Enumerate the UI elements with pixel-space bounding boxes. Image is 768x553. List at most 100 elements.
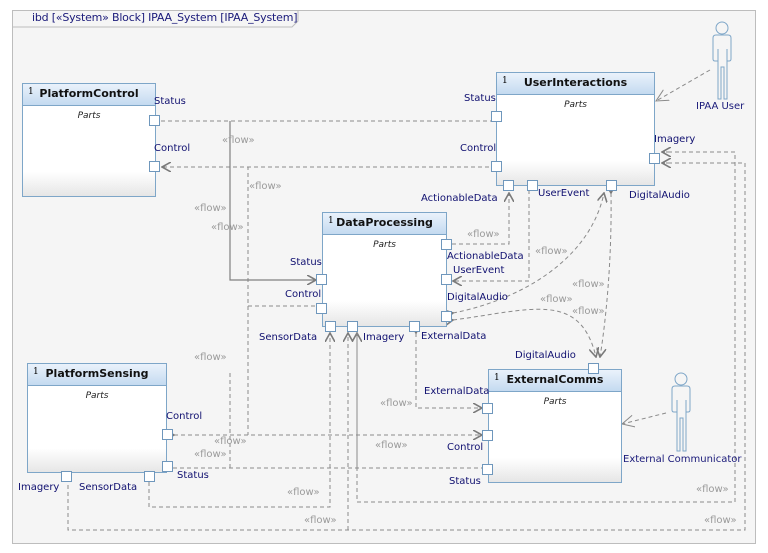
port-label: Control bbox=[447, 442, 484, 453]
flow-label: «flow» bbox=[572, 306, 605, 317]
parts-compartment: Parts bbox=[373, 240, 396, 250]
port-label: Status bbox=[464, 93, 496, 104]
port-ec-control[interactable] bbox=[482, 430, 493, 441]
flow-label: «flow» bbox=[249, 181, 282, 192]
port-ps-status[interactable] bbox=[162, 461, 173, 472]
actor-ipaa-user-figure[interactable] bbox=[712, 21, 732, 100]
connector-ps-sensordata-dp-sensordata[interactable] bbox=[148, 333, 330, 508]
flow-label: «flow» bbox=[194, 352, 227, 363]
block-name: DataProcessing bbox=[336, 216, 433, 229]
port-label: Status bbox=[177, 470, 209, 481]
port-label: Status bbox=[154, 96, 186, 107]
port-label: Status bbox=[290, 257, 322, 268]
flow-label: «flow» bbox=[540, 294, 573, 305]
block-platform-sensing[interactable]: 1 PlatformSensing Parts bbox=[27, 363, 167, 473]
port-label: DigitalAudio bbox=[447, 292, 508, 303]
port-dp-external-data[interactable] bbox=[409, 321, 420, 332]
flow-label: «flow» bbox=[380, 398, 413, 409]
flow-label: «flow» bbox=[194, 449, 227, 460]
parts-compartment: Parts bbox=[77, 111, 101, 121]
port-label: UserEvent bbox=[538, 188, 590, 199]
actor-ipaa-user-label: IPAA User bbox=[696, 101, 745, 112]
connector-pc-status-dp-status[interactable] bbox=[229, 121, 316, 280]
port-label: SensorData bbox=[79, 482, 138, 493]
flow-label: «flow» bbox=[222, 135, 255, 146]
port-label: Status bbox=[449, 476, 481, 487]
association-ipaa-user[interactable] bbox=[656, 69, 711, 101]
parts-compartment: Parts bbox=[543, 397, 567, 407]
connector-imagery-loop-1[interactable] bbox=[357, 151, 736, 503]
port-dp-sensor-data[interactable] bbox=[325, 321, 336, 332]
port-pc-status[interactable] bbox=[149, 115, 160, 126]
port-label: ExternalData bbox=[424, 386, 490, 397]
connector-imagery-loop-2[interactable] bbox=[67, 162, 746, 531]
block-data-processing[interactable]: 1 DataProcessing Parts bbox=[322, 212, 447, 327]
port-ui-user-event[interactable] bbox=[527, 180, 538, 191]
block-header: 1 UserInteractions bbox=[497, 73, 654, 95]
block-user-interactions[interactable]: 1 UserInteractions Parts bbox=[496, 72, 655, 186]
multiplicity: 1 bbox=[502, 76, 508, 86]
port-ui-imagery[interactable] bbox=[649, 153, 660, 164]
flow-label: «flow» bbox=[572, 279, 605, 290]
flow-label: «flow» bbox=[375, 440, 408, 451]
port-label: ActionableData bbox=[447, 251, 524, 262]
flow-label: «flow» bbox=[304, 515, 337, 526]
flow-label: «flow» bbox=[211, 222, 244, 233]
port-dp-actionable-data[interactable] bbox=[441, 239, 452, 250]
port-dp-control[interactable] bbox=[316, 303, 327, 314]
block-name: PlatformControl bbox=[39, 87, 139, 100]
frame-title: ibd [«System» Block] IPAA_System [IPAA_S… bbox=[32, 11, 298, 24]
block-platform-control[interactable]: 1 PlatformControl Parts bbox=[22, 83, 156, 197]
port-ec-status[interactable] bbox=[482, 464, 493, 475]
port-ec-external-data[interactable] bbox=[482, 403, 493, 414]
block-name: UserInteractions bbox=[523, 76, 628, 89]
port-label: Imagery bbox=[654, 134, 696, 145]
port-label: Imagery bbox=[363, 332, 405, 343]
connector-dp-externaldata-ec-externaldata[interactable] bbox=[416, 333, 482, 408]
actor-external-communicator-figure[interactable] bbox=[671, 372, 691, 452]
port-ps-imagery[interactable] bbox=[61, 471, 72, 482]
port-label: Control bbox=[460, 143, 497, 154]
port-label: ActionableData bbox=[421, 193, 498, 204]
port-dp-imagery[interactable] bbox=[347, 321, 358, 332]
port-dp-user-event[interactable] bbox=[441, 274, 452, 285]
flow-label: «flow» bbox=[704, 515, 737, 526]
multiplicity: 1 bbox=[494, 373, 500, 383]
block-header: 1 DataProcessing bbox=[323, 213, 446, 235]
block-external-comms[interactable]: 1 ExternalComms Parts bbox=[488, 369, 622, 483]
flow-label: «flow» bbox=[194, 203, 227, 214]
port-pc-control[interactable] bbox=[149, 161, 160, 172]
port-dp-status[interactable] bbox=[316, 274, 327, 285]
port-label: SensorData bbox=[259, 332, 318, 343]
port-label: DigitalAudio bbox=[629, 190, 690, 201]
port-ui-control[interactable] bbox=[491, 161, 502, 172]
block-name: ExternalComms bbox=[506, 373, 604, 386]
parts-compartment: Parts bbox=[85, 391, 109, 401]
parts-compartment: Parts bbox=[564, 100, 587, 110]
port-label: Imagery bbox=[18, 482, 60, 493]
port-ui-actionable-data[interactable] bbox=[503, 180, 514, 191]
flow-label: «flow» bbox=[696, 484, 729, 495]
block-header: 1 PlatformSensing bbox=[28, 364, 166, 386]
port-label: Control bbox=[154, 143, 191, 154]
port-dp-digital-audio[interactable] bbox=[441, 311, 452, 322]
port-ui-digital-audio[interactable] bbox=[606, 180, 617, 191]
flow-label: «flow» bbox=[535, 246, 568, 257]
frame-tab-outline bbox=[12, 10, 299, 28]
port-label: Control bbox=[166, 411, 203, 422]
connector-ui-digitalaudio-ec-digitalaudio[interactable] bbox=[600, 193, 611, 357]
port-label: DigitalAudio bbox=[515, 350, 576, 361]
port-label: Control bbox=[285, 289, 322, 300]
port-label: UserEvent bbox=[453, 265, 505, 276]
block-header: 1 PlatformControl bbox=[23, 84, 155, 106]
multiplicity: 1 bbox=[33, 367, 39, 377]
port-ec-digital-audio[interactable] bbox=[588, 363, 599, 374]
actor-external-communicator-label: External Communicator bbox=[623, 454, 742, 465]
port-ps-sensor-data[interactable] bbox=[144, 471, 155, 482]
multiplicity: 1 bbox=[28, 87, 34, 97]
port-ps-control[interactable] bbox=[162, 429, 173, 440]
port-ui-status[interactable] bbox=[491, 111, 502, 122]
association-external-communicator[interactable] bbox=[622, 412, 667, 424]
block-header: 1 ExternalComms bbox=[489, 370, 621, 392]
